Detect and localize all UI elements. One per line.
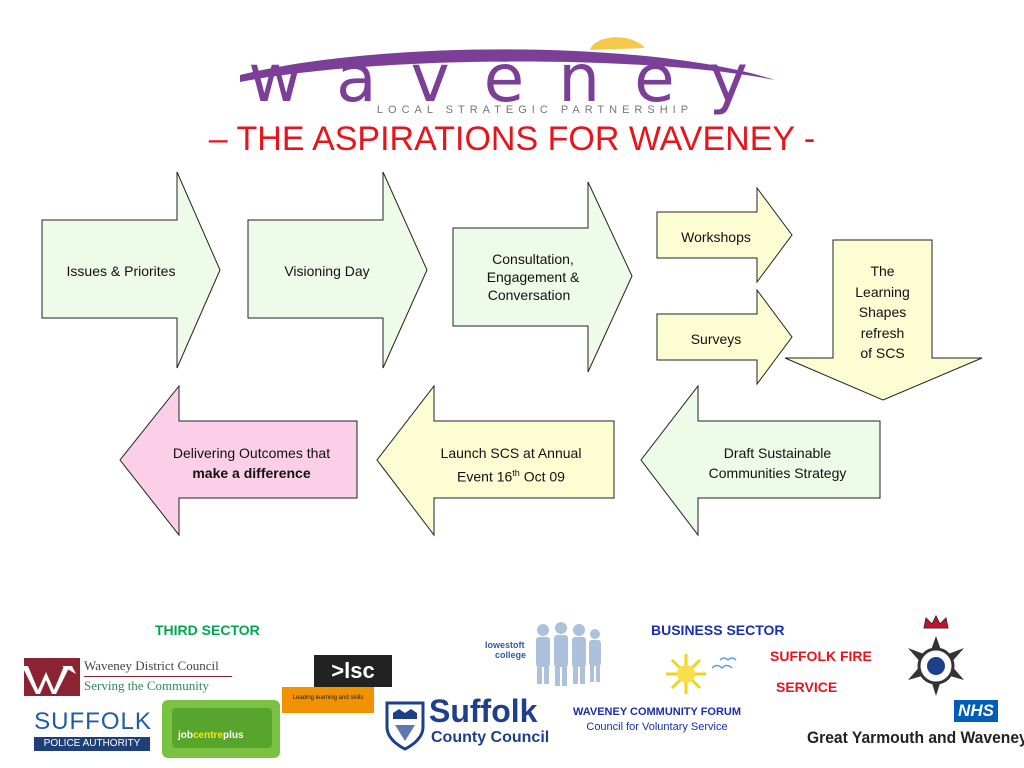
step-delivering-outcomes: Delivering Outcomes that make a differen…	[150, 443, 353, 483]
waveney-dc-mark-icon	[24, 658, 80, 696]
arrow-issues-priorities	[41, 171, 221, 369]
arrow-visioning-day	[247, 171, 428, 369]
deliver-line-1: Delivering Outcomes that	[172, 445, 331, 461]
learning-line-3: Shapes	[858, 304, 907, 320]
suffolk-cc-crest-icon	[385, 701, 425, 751]
draft-line-1: Draft Sustainable	[723, 445, 832, 461]
waveney-dc-logo: Waveney District Council Serving the Com…	[24, 656, 234, 698]
arrow-draft-strategy	[640, 384, 881, 537]
lsc-logo: >lsc Leading learning and skills	[282, 655, 392, 713]
suffolk-cc-logo: Suffolk County Council	[385, 693, 550, 753]
arrow-workshops	[656, 186, 793, 284]
logo-wordmark: waveney	[248, 40, 782, 117]
suffolk-fire-line-2: SERVICE	[776, 679, 838, 695]
jobcentre-pre: job	[178, 730, 193, 741]
learning-line-5: of SCS	[860, 345, 905, 361]
step-visioning-day: Visioning Day	[284, 263, 370, 279]
jobcentre-inner	[172, 708, 272, 748]
step-draft-strategy: Draft Sustainable Communities Strategy	[680, 443, 875, 483]
waveney-dc-tagline: Serving the Community	[84, 678, 209, 693]
step-workshops: Workshops	[681, 229, 751, 245]
suffolk-cc-tagline: County Council	[431, 729, 550, 746]
waveney-swoosh-icon	[240, 37, 775, 82]
learning-line-2: Learning	[855, 283, 910, 300]
launch-line-2-post: Oct 09	[519, 468, 565, 485]
page-title: – THE ASPIRATIONS FOR WAVENEY -	[208, 120, 816, 158]
lowestoft-name: lowestoft	[485, 640, 525, 650]
nhs-region: Great Yarmouth and Waveney	[806, 728, 1024, 747]
lsc-wordmark: >lsc	[314, 655, 392, 687]
college-figures-icon	[536, 622, 601, 686]
arrow-delivering-outcomes	[119, 384, 358, 537]
suffolk-police-name: SUFFOLK	[34, 708, 152, 735]
arrow-learning-shapes	[784, 239, 983, 401]
community-forum-sun-logo	[664, 650, 744, 698]
jobcentre-wordmark: jobcentreplus	[178, 730, 244, 741]
learning-line-4: refresh	[860, 324, 905, 341]
consultation-line-1: Consultation,	[492, 251, 574, 267]
jobcentre-post: plus	[223, 730, 244, 741]
police-crest-logo	[896, 614, 976, 698]
sun-birds-icon	[666, 654, 737, 694]
suffolk-cc-name: Suffolk	[429, 693, 538, 729]
arrow-consultation	[452, 181, 633, 373]
lowestoft-college: college	[495, 650, 527, 660]
logo-tagline: LOCAL STRATEGIC PARTNERSHIP	[376, 104, 694, 116]
business-sector-label: BUSINESS SECTOR	[651, 622, 785, 638]
launch-line-1: Launch SCS at Annual	[440, 445, 582, 461]
step-surveys: Surveys	[690, 331, 742, 347]
arrow-launch-scs	[376, 384, 615, 537]
deliver-line-2: make a difference	[192, 465, 311, 481]
waveney-dc-name: Waveney District Council	[84, 658, 219, 673]
suffolk-police-tagline: POLICE AUTHORITY	[34, 737, 150, 751]
third-sector-label: THIRD SECTOR	[155, 622, 260, 638]
flow-diagram	[41, 171, 983, 537]
step-consultation: Consultation, Engagement & Conversation	[453, 250, 613, 304]
learning-line-1: The	[870, 263, 895, 279]
step-issues-priorities: Issues & Priorites	[66, 263, 176, 279]
suffolk-police-logo: SUFFOLK POLICE AUTHORITY	[34, 708, 152, 752]
waveney-dc-divider	[84, 676, 232, 677]
launch-line-2-sup: th	[512, 468, 520, 478]
arrow-surveys	[656, 288, 793, 386]
lowestoft-college-logo: lowestoft college	[485, 620, 615, 686]
waveney-logo	[230, 30, 790, 120]
launch-line-2-pre: Event 16	[457, 468, 513, 485]
jobcentre-plus-logo: jobcentreplus	[162, 700, 280, 758]
nhs-logo: NHS	[954, 700, 998, 722]
step-learning-shapes: The Learning Shapes refresh of SCS	[833, 261, 932, 364]
wcf-name: WAVENEY COMMUNITY FORUM	[572, 706, 742, 718]
jobcentre-mid: centre	[193, 730, 224, 741]
suffolk-fire-line-1: SUFFOLK FIRE	[770, 648, 872, 664]
wcf-tagline: Council for Voluntary Service	[586, 721, 728, 733]
draft-line-2: Communities Strategy	[708, 465, 847, 481]
consultation-line-2: Engagement &	[486, 269, 580, 285]
lsc-tagline: Leading learning and skills	[282, 687, 374, 713]
launch-line-2: Event 16th Oct 09	[413, 463, 609, 487]
step-launch-scs: Launch SCS at Annual Event 16th Oct 09	[413, 443, 609, 487]
consultation-line-3: Conversation	[487, 287, 571, 303]
police-star-icon	[908, 614, 964, 696]
